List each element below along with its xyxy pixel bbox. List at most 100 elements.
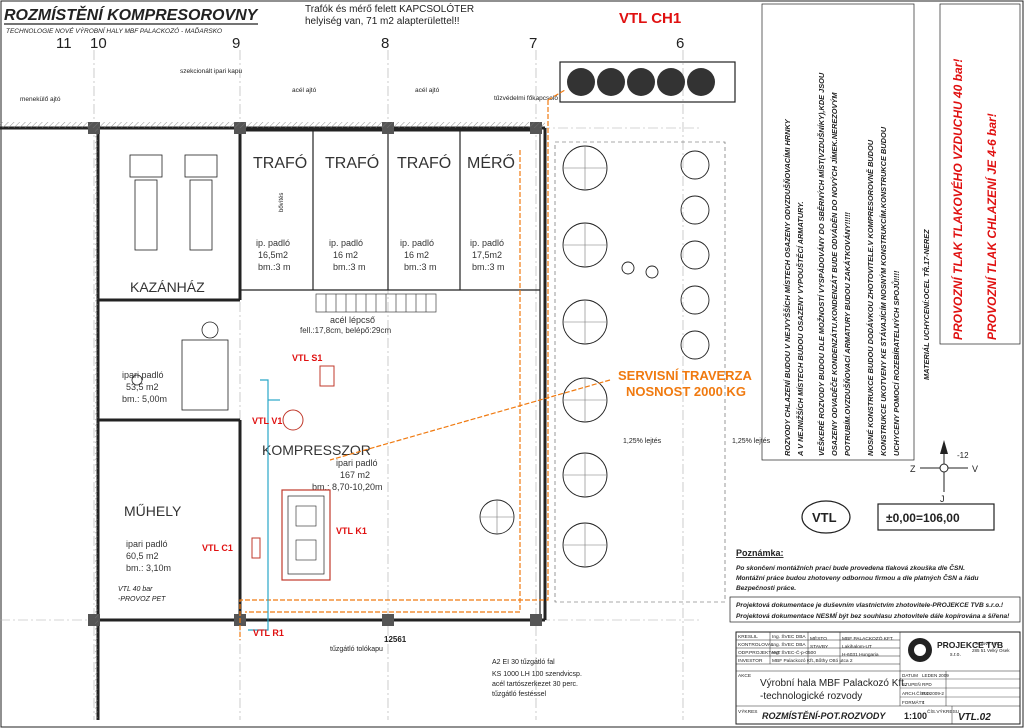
tb-company-addr-2: 285 51 Velký Osek xyxy=(972,648,1010,653)
drawing-title: ROZMÍSTĚNÍ KOMPRESOROVNY xyxy=(4,5,259,24)
notes-line-1: Po skončení montážních prací bude proved… xyxy=(736,563,965,572)
vertical-notes: ROZVODY CHLAZENÍ BUDOU V NEJVYŠŠÍCH MÍST… xyxy=(761,3,931,461)
vertical-note-9: MATERIÁL UCHYCENÍ:OCEL TŘ.17-NEREZ xyxy=(922,229,931,380)
trafo1-height: bm.:3 m xyxy=(258,262,291,272)
tb-firm-addr-3: H-6031 Hungaria xyxy=(842,652,879,658)
vertical-note-1: ROZVODY CHLAZENÍ BUDOU V NEJVYŠŠÍCH MÍST… xyxy=(783,118,792,456)
tb-odp-key: ODP.PROJEKTANT xyxy=(738,650,781,656)
chiller-ch1 xyxy=(559,61,736,103)
copyright-line-2: Projektová dokumentace NESMÍ být bez sou… xyxy=(736,611,1010,620)
room-kompresszor: KOMPRESSZOR xyxy=(262,442,371,458)
fire-gate-label: tűzgátló tolókapu xyxy=(330,646,383,653)
tb-mesto-key: MĚSTO xyxy=(810,634,827,642)
tank-crosshairs xyxy=(480,146,607,567)
tb-investor-val: MBF Palackozó Kft.,Bőthy Ottó utca 2 xyxy=(772,658,853,664)
tb-investor-key: INVESTOR xyxy=(738,658,763,664)
trafo3-area: 16 m2 xyxy=(404,250,429,260)
vertical-note-3: VEŠKERÉ ROZVODY BUDOU DLE MOŽNOSTÍ VYSPÁ… xyxy=(817,72,826,456)
compressor-k1 xyxy=(281,489,331,581)
acel-ajto-label-2: acél ajtó xyxy=(415,87,440,94)
kompresszor-floor: ipari padló xyxy=(336,458,378,468)
compass-east: V xyxy=(972,464,978,474)
dimension-12561: 12561 xyxy=(384,635,407,644)
mero-height: bm.:3 m xyxy=(472,262,505,272)
slope-label-1: 1,25% lejtés xyxy=(623,438,662,445)
tb-vykres-val: ROZMÍSTĚNÍ-POT.ROZVODY xyxy=(762,710,886,721)
wall-hatch-top xyxy=(0,122,545,128)
tb-company-sub: s.r.o. xyxy=(950,652,961,658)
tb-vykres-key: VÝKRES xyxy=(738,708,757,715)
vertical-note-8: UCHYCENY POMOCÍ ROZEBÍRATELNÝCH SPOJŮ!!!… xyxy=(891,270,901,456)
tb-cislo-key: ČÍS.VÝKRESU xyxy=(927,708,960,715)
elevation-label: ±0,00=106,00 xyxy=(886,511,960,525)
vtl-legend: VTL ±0,00=106,00 xyxy=(801,500,995,534)
cooling-pressure-note: PROVOZNÍ TLAK CHLAZENÍ JE 4-6 bar! xyxy=(984,113,999,340)
grid-axis-10: 10 xyxy=(90,35,107,52)
pressure-notes: PROVOZNÍ TLAK TLAKOVÉHO VZDUCHU 40 bar! … xyxy=(939,3,1021,345)
wall-note-1: A2 EI 30 tűzgátló fal xyxy=(492,659,555,666)
wall-note-4: tűzgátló festéssel xyxy=(492,691,547,698)
vtl-k1-label: VTL K1 xyxy=(336,526,367,536)
service-platform xyxy=(554,141,726,603)
top-note-1: Trafók és mérő felett KAPCSOLÓTER xyxy=(305,2,474,15)
grid-axis-9: 9 xyxy=(232,35,240,52)
tb-firm-addr-1: MBF PALACKOZÓ KFT. xyxy=(842,635,894,642)
vertical-note-2: A V NEJNIŽŠÍCH MÍSTECH BUDOU OSAZENY VYP… xyxy=(796,201,805,457)
stair-label: acél lépcső xyxy=(330,315,375,325)
wall-note-3: acél tartószerkezet 30 perc. xyxy=(492,681,578,688)
room-trafo-2: TRAFÓ xyxy=(325,153,379,172)
stair xyxy=(315,293,437,313)
mero-area: 17,5m2 xyxy=(472,250,502,260)
tb-kreslil-key: KRESLIL xyxy=(738,634,758,640)
air-pipes xyxy=(248,379,280,631)
vtl-s1-label: VTL S1 xyxy=(292,353,322,363)
vertical-note-6: NOSNÉ KONSTRUKCE BUDOU DODÁVKOU ZHOTOVIT… xyxy=(866,139,875,456)
tb-company-addr: Smlové 467 xyxy=(975,641,999,646)
tb-company: PROJEKCE TVB xyxy=(937,640,1003,650)
muhely-floor: ipari padló xyxy=(126,539,168,549)
tb-kontroloval-val: Ing. ŠVEC DBA xyxy=(772,641,806,648)
kazanhaz-height: bm.: 5,00m xyxy=(122,394,167,404)
vertical-note-5: POTRUBÍM.OVZDUŠŇOVACÍ ARMATURY BUDOU ZAK… xyxy=(843,212,852,456)
wall-hatch-left xyxy=(95,128,98,718)
bovites-label: bővítés xyxy=(279,193,285,212)
menekulo-door-label: menekülő ajtó xyxy=(20,96,61,103)
compass: Z V J -12 xyxy=(910,440,978,504)
acel-ajto-label-1: acél ajtó xyxy=(292,87,317,94)
notes-line-2: Montážní práce budou zhotoveny odbornou … xyxy=(736,573,979,582)
notes-line-3: Bezpečnosti práce. xyxy=(736,585,796,592)
vtl-ch1-label: VTL CH1 xyxy=(619,10,681,27)
kompresszor-area: 167 m2 xyxy=(340,470,370,480)
muhely-area: 60,5 m2 xyxy=(126,551,159,561)
service-beam-label-2: NOSNOST 2000 KG xyxy=(626,384,746,399)
drawing-subtitle: TECHNOLOGIE NOVÉ VÝROBNÍ HALY MBF PALACK… xyxy=(6,26,222,35)
notes-block: Poznámka: Po skončení montážních prací b… xyxy=(729,548,1021,623)
tank-array xyxy=(479,145,710,568)
tb-arch-val: PS-2009-2 xyxy=(922,691,944,696)
szekcionalt-gate-label: szekcionált ipari kapu xyxy=(180,68,243,75)
vessel-v1 xyxy=(282,409,304,431)
air-pressure-note: PROVOZNÍ TLAK TLAKOVÉHO VZDUCHU 40 bar! xyxy=(950,59,965,340)
service-beam-label-1: SERVISNÍ TRAVERZA xyxy=(618,368,752,383)
compass-south: J xyxy=(940,494,945,504)
tb-odp-val: Ing. ŠVEC-Č-p-0500 xyxy=(772,649,816,656)
grid-axis-8: 8 xyxy=(381,35,389,52)
tb-kreslil-val: Ing. ŠVEC DBA xyxy=(772,633,806,640)
room-muhely: MŰHELY xyxy=(124,503,182,519)
vtl-r1-label: VTL R1 xyxy=(253,628,284,638)
kazanhaz-floor: ipari padló xyxy=(122,370,164,380)
kompresszor-height: bm.: 8,70-10,20m xyxy=(312,482,383,492)
tb-datum-val: LEDEN 2009 xyxy=(922,673,949,678)
room-mero: MÉRŐ xyxy=(467,153,515,172)
copyright-line-1: Projektová dokumentace je duševním vlast… xyxy=(736,602,1004,609)
company-logo-inner-icon xyxy=(914,644,926,656)
notes-title: Poznámka: xyxy=(736,548,784,558)
trafo3-floor: ip. padló xyxy=(400,238,434,248)
top-note-2: helyiség van, 71 m2 alapterülettel!! xyxy=(305,16,460,27)
grid-axis-6: 6 xyxy=(676,35,684,52)
muhely-height: bm.: 3,10m xyxy=(126,563,171,573)
grid-axis-11: 11 xyxy=(56,35,72,52)
